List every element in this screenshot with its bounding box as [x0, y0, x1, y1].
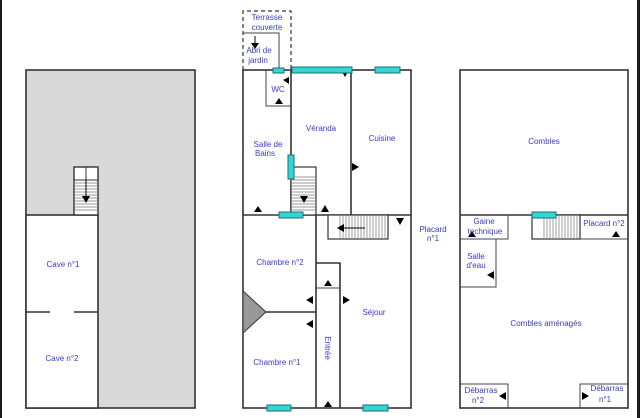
- basement-staircase: [73, 166, 99, 216]
- salle-eau-wall: [460, 239, 497, 288]
- room-label-veranda: Véranda: [306, 124, 337, 133]
- door-arrow-icon: [275, 98, 283, 104]
- room-label-terrasse: couverte: [252, 23, 283, 32]
- room-label-entree: Entrée: [323, 336, 332, 360]
- right-arrow-icon: [582, 392, 589, 400]
- down-arrow-icon: [300, 196, 308, 203]
- folding-door-icon: [242, 289, 267, 335]
- right-arrow-icon: [343, 296, 350, 304]
- room-label-terrasse: Terrasse: [252, 13, 283, 22]
- abri-wall: [243, 32, 280, 70]
- up-arrow-icon: [324, 401, 332, 407]
- room-label-salle-eau: Salle: [467, 252, 485, 261]
- room-label-gaine: Gaine: [473, 217, 495, 226]
- entree-wall: [316, 262, 341, 408]
- room-label-cave-1: Cave n°1: [47, 260, 81, 269]
- up-arrow-icon: [254, 206, 262, 212]
- window: [272, 67, 285, 74]
- down-arrow-icon: [396, 218, 404, 225]
- room-label-combles-amenages: Combles aménagés: [510, 319, 581, 328]
- right-arrow-icon: [352, 163, 359, 171]
- wc-wall: [265, 70, 291, 107]
- gaine-wall: [460, 215, 509, 240]
- room-label-combles: Combles: [528, 137, 560, 146]
- left-arrow-icon: [487, 271, 494, 279]
- ground-staircase-1: [290, 166, 317, 216]
- room-label-debarras-2: Débarras: [465, 386, 498, 395]
- room-label-placard-1: Placard: [419, 225, 446, 234]
- window: [291, 66, 353, 74]
- room-label-wc: WC: [271, 85, 285, 94]
- ground-floor-plan: Terrasse couverte Abri de jardin WC Véra…: [242, 10, 447, 412]
- room-label-placard-2: Placard n°2: [583, 219, 625, 228]
- left-arrow-icon: [499, 392, 506, 400]
- up-arrow-icon: [468, 231, 476, 237]
- window: [374, 66, 401, 74]
- room-label-debarras-1: Débarras: [591, 384, 624, 393]
- room-label-chambre-2: Chambre n°2: [256, 258, 304, 267]
- room-label-sejour: Séjour: [362, 308, 385, 317]
- room-label-debarras-2: n°2: [472, 396, 485, 405]
- debarras-1-wall: [579, 383, 628, 408]
- room-label-debarras-1: n°1: [599, 395, 612, 404]
- up-arrow-icon: [324, 280, 332, 286]
- room-label-placard-1: n°1: [427, 234, 440, 243]
- window: [278, 211, 304, 219]
- room-label-salle-de-bains: Salle de: [254, 140, 283, 149]
- room-label-cuisine: Cuisine: [369, 134, 396, 143]
- window: [266, 404, 292, 412]
- room-label-abri: jardin: [247, 56, 268, 65]
- room-label-cave-2: Cave n°2: [46, 354, 80, 363]
- left-arrow-icon: [306, 296, 313, 304]
- room-label-abri: Abri de: [246, 46, 272, 55]
- debarras-2-wall: [460, 383, 509, 408]
- attic-plan: Combles Gaine technique Placard n°2 Sall…: [459, 69, 629, 409]
- basement-plan: Cave n°1 Cave n°2: [25, 69, 196, 409]
- room-label-salle-eau: d'eau: [466, 261, 485, 270]
- window: [287, 154, 295, 180]
- ground-staircase-2: [327, 214, 389, 240]
- up-arrow-icon: [612, 231, 620, 237]
- down-arrow-icon: [82, 196, 90, 203]
- door-arrow-icon: [251, 43, 259, 49]
- attic-staircase: [531, 214, 581, 240]
- right-border: [637, 0, 640, 418]
- left-arrow-icon: [306, 320, 313, 328]
- door-arrow-icon: [283, 77, 289, 84]
- room-label-salle-de-bains: Bains: [255, 149, 275, 158]
- left-border: [0, 0, 2, 418]
- window: [362, 404, 389, 412]
- left-arrow-icon: [337, 224, 344, 232]
- room-label-chambre-1: Chambre n°1: [253, 358, 301, 367]
- up-arrow-icon: [321, 205, 329, 212]
- terrasse-dashed-outline: [242, 10, 292, 70]
- window: [531, 211, 557, 219]
- room-label-gaine: technique: [468, 227, 503, 236]
